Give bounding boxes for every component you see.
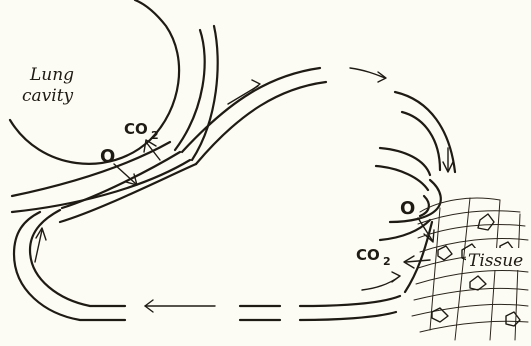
tissue-label: Tissue xyxy=(468,251,523,271)
upper-right-vessel xyxy=(376,92,455,190)
lung-oxygen-label: O xyxy=(100,146,115,167)
lung-cavity-label-line2: cavity xyxy=(22,86,74,106)
tissue-cell xyxy=(470,276,486,290)
lung-co2-subscript: 2 xyxy=(151,129,159,142)
tissue-cell xyxy=(438,246,452,260)
tissue-cell xyxy=(506,312,520,326)
lung-co2-label: CO xyxy=(124,120,148,138)
tissue-capillary xyxy=(380,180,441,292)
lung-cavity-label-line1: Lung xyxy=(29,65,74,85)
upper-vessel xyxy=(182,68,386,164)
tissue-oxygen-label: O xyxy=(400,198,415,219)
lower-vessel xyxy=(14,152,400,320)
tissue-co2-subscript: 2 xyxy=(383,255,391,268)
tissue-gas-exchange xyxy=(404,218,434,268)
pulmonary-vessel-top xyxy=(175,26,218,160)
tissue-co2-label: CO xyxy=(356,246,380,264)
tissue-cell xyxy=(478,214,494,230)
